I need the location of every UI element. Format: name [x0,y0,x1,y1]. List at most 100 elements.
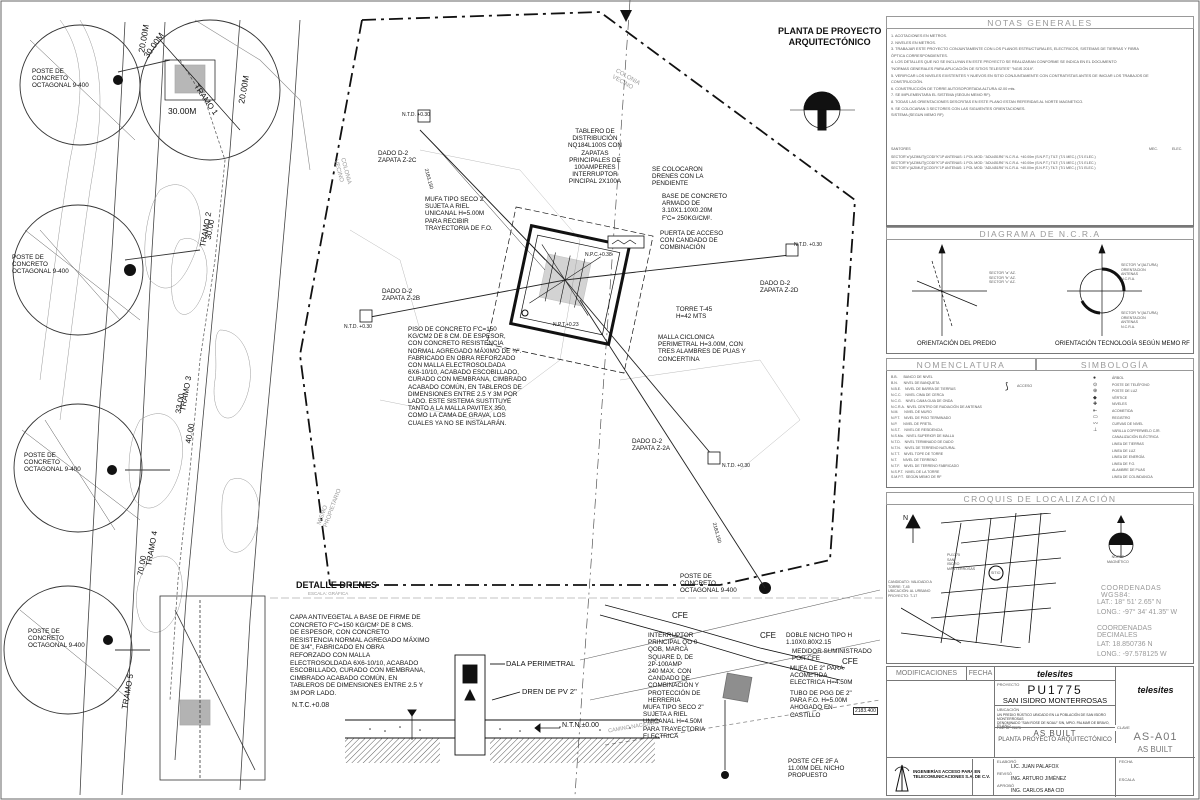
tb-site-code: PU1775 [1027,683,1083,697]
notas-header: NOTAS GENERALES [886,16,1194,29]
ncra-right-note-1: SECTOR "a"(ALTURA) ORIENTACION ANTENAS N… [1121,263,1158,281]
croquis-panel: CROQUIS DE LOCALIZACIÓN N PU1775 SAN ISI… [886,492,1194,664]
label-puerta: PUERTA DE ACCESO CON CANDADO DE COMBINAC… [660,230,724,252]
croquis-map [901,513,1067,648]
nota-line: ÓPTICA CORRESPONDIENTES. [891,53,948,58]
nomenclatura-item: N.C.C. NIVEL CIMA DE CERCA [891,392,944,397]
tb-lbl-ubicacion: UBICACIÓN [997,707,1020,712]
simbologia-item: REGISTRO [1112,415,1131,420]
magnetic-north-icon [1108,515,1134,558]
title-block: MODIFICACIONES FECHA telesites PROYECTO … [886,666,1195,797]
nomenclatura-item: N.C.R.A. NIVEL CENTRO DE RADIACIÓN DE AN… [891,404,982,409]
tb-escala: ESCALA [1119,777,1135,782]
croquis-header: CROQUIS DE LOCALIZACIÓN [886,492,1194,505]
sector-lines: SECTOR"a"(AZIMUT)(CODI"K"1P ANTENAS: 1 P… [891,155,1189,172]
nomenclatura-item: N.S.P.T. NIVEL DE LA TORRE [891,469,940,474]
label-ref-3: 2183.400 [853,707,878,715]
detail-dren: DREN DE PV 2" [522,687,577,696]
label-malla: MALLA CICLONICA PERIMETRAL h=3.00m, CON … [658,334,746,363]
simbologia-item: LINEA DE F.O. [1112,461,1136,466]
nota-line: 4. LOS DETALLES QUE NO SE INCLUYAN EN ES… [891,60,1117,65]
label-ntd-4: N.T.D. +0.30 [722,463,750,469]
sector-line: SECTOR"c"(AZIMUT)(CODI"K"1P ANTENAS: 1 P… [891,166,1096,171]
ncra-panel: DIAGRAMA DE N.C.R.A SECTOR "a" AZ. SECTO… [886,226,1194,354]
simbologia-icons: ●⊙⊕◆✚⇤▭〰⊥ [1093,375,1099,433]
nomenclatura-item: N.C.G. NIVEL CAMA GUIA DE ONDA [891,398,953,403]
nomenclatura-header: NOMENCLATURA [886,358,1036,371]
cfe-line [599,604,881,770]
compound [486,206,654,374]
croquis-site-tag: SITIO [991,571,1001,575]
nota-line: "NORMAS GENERALES PARA APLICACIÓN DE SIT… [891,66,1035,71]
tb-modificaciones: MODIFICACIONES [887,667,967,681]
label-ntd-2: N.T.D. +0.30 [794,242,822,248]
dados [359,109,799,465]
tb-fecha-col [967,681,995,757]
ncra-header: DIAGRAMA DE N.C.R.A [886,227,1194,240]
tb-mid-col [972,759,994,795]
tb-company: INGENIERÍAS ACCESO PARA EN TELECOMUNICAC… [913,769,990,779]
tb-logo-top: telesites [995,667,1115,681]
label-dado-4: DADO D-2 ZAPATA Z-2a [632,438,671,453]
label-ntd-3: N.T.D. +0.30 [344,324,372,330]
simbologia-header: SIMBOLOGÍA [1036,358,1194,371]
nomenclatura-item: B.B. BANCO DE NIVEL [891,375,933,379]
tb-fecha-val: FECHA [1119,759,1133,764]
label-ntd-1: N.T.D. +0.30 [402,112,430,118]
simbologia-item: ACOMETIDA [1112,408,1133,413]
nomenclatura-item: N.T. NIVEL DE TERRENO [891,457,937,462]
simbologia-item: LINEA DE ENERGÍA [1112,455,1145,460]
coords-wgs-header: COORDENADAS WGS84: [1101,585,1162,599]
sector-head-mid: MEC. [1149,147,1158,151]
tb-clave-sub: AS BUILT [1137,745,1173,754]
coords-long: LONG.: -97° 34' 41.35" W [1097,609,1178,616]
ncra-caption-right: ORIENTACIÓN TECNOLOGÍA SEGÚN MEMO RF [1055,341,1190,347]
nomenclatura-item: B.N. NIVEL DE BANQUETA [891,380,940,385]
coords-dec-header: COORDENADAS DECIMALES [1097,625,1152,639]
tb-fecha: FECHA [967,667,995,681]
ncra-left-note: SECTOR "a" AZ. SECTOR "b" AZ. SECTOR "c"… [989,271,1016,285]
acceso-label: ACCESO [1017,384,1033,388]
detail-ntn: N.T.N.±0.00 [562,722,599,729]
label-piso: PISO DE CONCRETO f'C=150 KG/CM2 DE 8 cm.… [408,326,527,427]
croquis-north-label: N [903,515,909,522]
sector-line: SECTOR"a"(AZIMUT)(CODI"K"1P ANTENAS: 1 P… [891,155,1096,159]
label-cfe-1: CFE [672,611,688,620]
label-tablero: TABLERO DE DISTRIBUCIÓN NQ184L100S CON Z… [568,128,622,186]
nomenclatura-item: N.S.Ma. NIVEL SUPERIOR DE MALLA [891,434,955,439]
tb-clave: AS-A01 [1115,731,1195,743]
sheet-title: PLANTA DE PROYECTO ARQUITECTÓNICO [778,26,882,47]
label-medidor: MEDIDOR SUMINISTRADO POR CFE [792,648,872,663]
simbologia-item: ÁRBOL [1112,376,1124,380]
label-dim-3: 30.00m [168,106,197,116]
bottom-detail-box [159,595,266,781]
label-npt: N.P.T.+0.23 [553,322,579,328]
nomenclatura-item: N.T.T. NIVEL TOPE DE TORRE [891,451,944,456]
label-poste-cfe: POSTE CFE 2F A 11.00M DEL NICHO PROPUEST… [788,758,845,780]
nomenclatura-item: N.M. NIVEL DE MURO [891,410,932,415]
coords-lat-dec: LAT: 18.850736 N [1097,641,1153,648]
nomenclatura-panel: NOMENCLATURA SIMBOLOGÍA B.B. BANCO DE NI… [886,358,1194,488]
tb-site-name: SAN ISIDRO MONTERROSAS [995,696,1115,706]
tb-lbl-aprobo: APROBÓ [997,783,1015,788]
nota-line: 7. SE IMPLEMENTARA EL SISTEMA (SEGUN MEM… [891,93,992,98]
nomenclatura-item: S.M.P.T. SEGÚN MEMO DE RF [891,475,942,480]
tb-lbl-plano: PLANO [997,723,1011,728]
simbologia-item: VÉRTICE [1112,395,1128,400]
tb-elaboro: LIC. JUAN PALAFOX [1011,764,1059,770]
nota-line: SISTEMA (SEGUN MEMO RF) [891,113,944,118]
label-interruptor: INTERRUPTOR PRINCIPAL QO 0 QOB, MARCA SQ… [648,632,701,704]
detail-ntc: N.T.C.+0.08 [292,702,330,709]
tb-plano-2: PLANTA PROYECTO ARQUITECTÓNICO [998,737,1112,743]
label-dado-1: DADO D-2 ZAPATA Z-2c [378,150,417,165]
sector-line: SECTOR"b"(AZIMUT)(CODI"K"1P ANTENAS: 1 P… [891,160,1096,165]
label-poste-2: POSTE DE CONCRETO OCTAGONAL 9-400 [12,254,69,276]
sector-head-right: ELEC. [1172,147,1183,151]
label-base: BASE DE CONCRETO ARMADO DE 3.10x1.10x0.2… [662,193,727,222]
tb-right-col [1115,757,1195,797]
nomenclatura-item: N.B.E. NIVEL DE BARRA DE TIERRAS [891,386,956,391]
label-mufa-1: MUFA TIPO SECO 2" SUJETA A RIEL UNICANAL… [425,196,493,232]
